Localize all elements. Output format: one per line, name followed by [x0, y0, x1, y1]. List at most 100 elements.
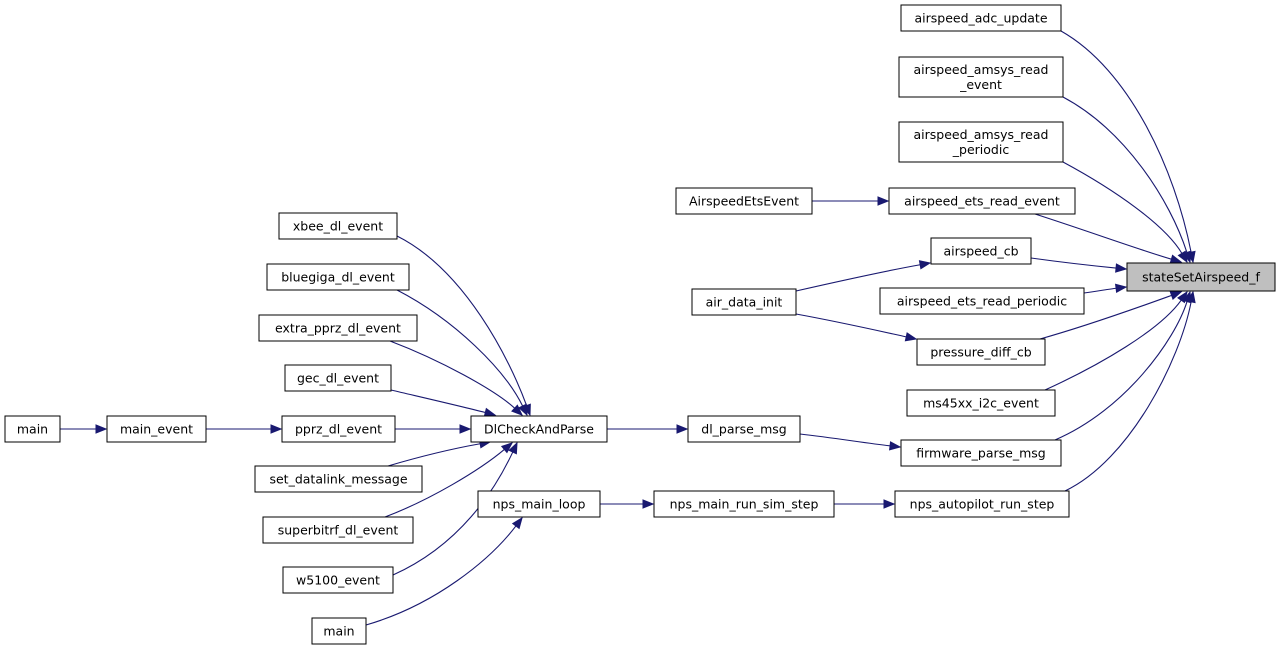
node-gec-dl-event[interactable]: gec_dl_event	[284, 364, 392, 392]
node-box[interactable]	[1126, 262, 1276, 292]
node-pprz-dl-event[interactable]: pprz_dl_event	[281, 415, 396, 443]
node-main-left[interactable]: main	[4, 415, 61, 443]
edge-line	[799, 433, 891, 447]
node-box[interactable]	[900, 4, 1062, 32]
node-box[interactable]	[278, 212, 398, 240]
edge-airspeed-amsys-read-event-to-statesetairspeed-f	[1062, 96, 1192, 264]
node-dl-parse-msg[interactable]: dl_parse_msg	[687, 415, 801, 443]
node-airspeed-ets-read-event[interactable]: airspeed_ets_read_event	[888, 187, 1076, 215]
node-box[interactable]	[894, 490, 1070, 518]
edge-line	[392, 451, 514, 576]
edge-line	[390, 389, 486, 414]
edge-line	[1039, 294, 1172, 340]
edge-line	[387, 443, 481, 467]
node-extra-pprz-dl-event[interactable]: extra_pprz_dl_event	[258, 314, 418, 342]
node-label: AirspeedEtsEvent	[689, 194, 799, 209]
node-box[interactable]	[258, 314, 418, 342]
edge-w5100-event-to-dlcheckandparse	[392, 441, 518, 576]
node-label: firmware_parse_msg	[916, 446, 1045, 461]
edge-arrowhead	[642, 499, 655, 509]
node-statesetairspeed-f[interactable]: stateSetAirspeed_f	[1126, 262, 1276, 292]
node-label: airspeed_adc_update	[914, 11, 1047, 26]
node-superbitrf-dl-event[interactable]: superbitrf_dl_event	[262, 516, 414, 544]
node-box[interactable]	[916, 338, 1046, 366]
node-pressure-diff-cb[interactable]: pressure_diff_cb	[916, 338, 1046, 366]
node-label: dl_parse_msg	[701, 422, 786, 437]
edge-arrowhead	[877, 196, 890, 206]
node-box[interactable]	[281, 415, 396, 443]
node-box[interactable]	[687, 415, 801, 443]
edge-line	[795, 313, 907, 338]
node-box[interactable]	[266, 263, 410, 291]
node-label: ms45xx_i2c_event	[923, 396, 1039, 411]
node-box[interactable]	[262, 516, 414, 544]
node-air-data-init[interactable]: air_data_init	[691, 288, 797, 316]
edge-airspeed-adc-update-to-statesetairspeed-f	[1060, 30, 1196, 264]
node-nps-autopilot-run-step[interactable]: nps_autopilot_run_step	[894, 490, 1070, 518]
node-box[interactable]	[691, 288, 797, 316]
node-box[interactable]	[653, 490, 835, 518]
edge-main-left-to-main-event	[59, 424, 108, 434]
node-label: superbitrf_dl_event	[278, 523, 399, 538]
node-label: airspeed_ets_read_event	[904, 194, 1060, 209]
node-box[interactable]	[930, 237, 1032, 265]
edge-main-event-to-pprz-dl-event	[205, 424, 283, 434]
node-xbee-dl-event[interactable]: xbee_dl_event	[278, 212, 398, 240]
edge-arrowhead	[1186, 290, 1196, 304]
node-label: nps_autopilot_run_step	[910, 497, 1055, 512]
edge-airspeed-amsys-read-periodic-to-statesetairspeed-f	[1062, 161, 1188, 264]
node-box[interactable]	[282, 566, 394, 594]
node-box[interactable]	[4, 415, 61, 443]
edge-line	[1062, 96, 1188, 253]
edge-airspeed-ets-read-periodic-to-statesetairspeed-f	[1083, 283, 1128, 294]
node-box[interactable]	[906, 389, 1056, 417]
node-label: airspeed_amsys_read	[914, 62, 1049, 77]
node-label: main	[17, 422, 48, 437]
edge-line	[365, 525, 517, 626]
edge-airspeed-cb-to-statesetairspeed-f	[1030, 257, 1128, 273]
node-bluegiga-dl-event[interactable]: bluegiga_dl_event	[266, 263, 410, 291]
node-box[interactable]	[106, 415, 207, 443]
node-box[interactable]	[254, 465, 423, 493]
node-w5100-event[interactable]: w5100_event	[282, 566, 394, 594]
node-ms45xx-i2c-event[interactable]: ms45xx_i2c_event	[906, 389, 1056, 417]
node-firmware-parse-msg[interactable]: firmware_parse_msg	[900, 439, 1062, 467]
edge-line	[389, 340, 516, 409]
node-airspeed-amsys-read-periodic[interactable]: airspeed_amsys_read_periodic	[898, 121, 1064, 163]
node-box[interactable]	[675, 187, 813, 215]
edge-nps-main-loop-to-nps-main-run-sim-step	[600, 499, 655, 509]
node-label: airspeed_ets_read_periodic	[897, 294, 1067, 309]
node-set-datalink-message[interactable]: set_datalink_message	[254, 465, 423, 493]
node-nps-main-run-sim-step[interactable]: nps_main_run_sim_step	[653, 490, 835, 518]
edge-arrowhead	[95, 424, 108, 434]
edge-line	[1054, 301, 1188, 441]
node-box[interactable]	[900, 439, 1062, 467]
edge-nps-main-run-sim-step-to-nps-autopilot-run-step	[834, 499, 896, 509]
node-box[interactable]	[311, 617, 367, 645]
node-main-nps[interactable]: main	[311, 617, 367, 645]
node-airspeed-ets-read-periodic[interactable]: airspeed_ets_read_periodic	[879, 287, 1085, 315]
node-box[interactable]	[898, 56, 1064, 98]
node-box[interactable]	[898, 121, 1064, 163]
edge-air-data-init-to-airspeed-cb	[795, 260, 932, 292]
node-nps-main-loop[interactable]: nps_main_loop	[477, 490, 601, 518]
node-label: pressure_diff_cb	[930, 345, 1031, 360]
node-airspeed-cb[interactable]: airspeed_cb	[930, 237, 1032, 265]
node-label: _periodic	[952, 142, 1010, 157]
node-dlcheckandparse[interactable]: DlCheckAndParse	[470, 415, 608, 443]
node-airspeed-adc-update[interactable]: airspeed_adc_update	[900, 4, 1062, 32]
edge-pressure-diff-cb-to-statesetairspeed-f	[1039, 291, 1183, 340]
edges-layer	[59, 30, 1196, 626]
node-box[interactable]	[888, 187, 1076, 215]
node-box[interactable]	[879, 287, 1085, 315]
node-box[interactable]	[477, 490, 601, 518]
node-box[interactable]	[284, 364, 392, 392]
edge-main-nps-to-nps-main-loop	[365, 516, 523, 626]
node-label: main_event	[120, 422, 193, 437]
node-airspeed-amsys-read-event[interactable]: airspeed_amsys_read_event	[898, 56, 1064, 98]
edge-line	[1083, 287, 1117, 294]
node-main-event[interactable]: main_event	[106, 415, 207, 443]
node-airspeedetsevent[interactable]: AirspeedEtsEvent	[675, 187, 813, 215]
node-box[interactable]	[470, 415, 608, 443]
